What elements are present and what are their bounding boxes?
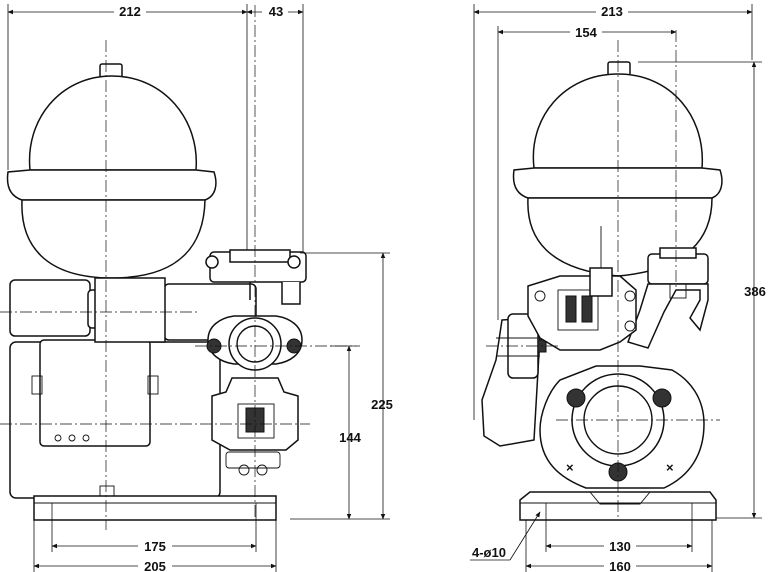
side-pressure-tank: [6, 63, 217, 279]
dim-front-overall-height: 386: [744, 284, 766, 299]
svg-text:×: ×: [666, 460, 674, 475]
dim-side-inlet-height: 144: [339, 430, 361, 445]
side-view: 212 43 225 144 175 205: [0, 3, 393, 572]
dim-side-outlet-height: 225: [371, 397, 393, 412]
dim-side-base-hole-span: 175: [144, 539, 166, 554]
side-motor: [9, 339, 221, 499]
side-inlet-flange: [206, 315, 303, 371]
dim-front-base-hole-span: 130: [609, 539, 631, 554]
dim-side-outlet-offset: 43: [269, 4, 283, 19]
svg-text:×: ×: [566, 460, 574, 475]
dim-side-base-width: 205: [144, 559, 166, 572]
side-outlet-fitting: [205, 249, 307, 305]
front-control-box: [481, 313, 547, 447]
front-outlet-pipe: [627, 247, 709, 349]
front-view: × × 213 15: [470, 3, 766, 572]
dim-front-overall-width: 213: [601, 4, 623, 19]
side-base: [33, 495, 277, 521]
dim-front-hole-note: 4-ø10: [472, 545, 506, 560]
dim-side-overall-width: 212: [119, 4, 141, 19]
front-pressure-switch: [527, 226, 637, 351]
dim-front-base-width: 160: [609, 559, 631, 572]
dim-front-tank-width: 154: [575, 25, 597, 40]
front-pump-housing: × ×: [539, 365, 705, 489]
